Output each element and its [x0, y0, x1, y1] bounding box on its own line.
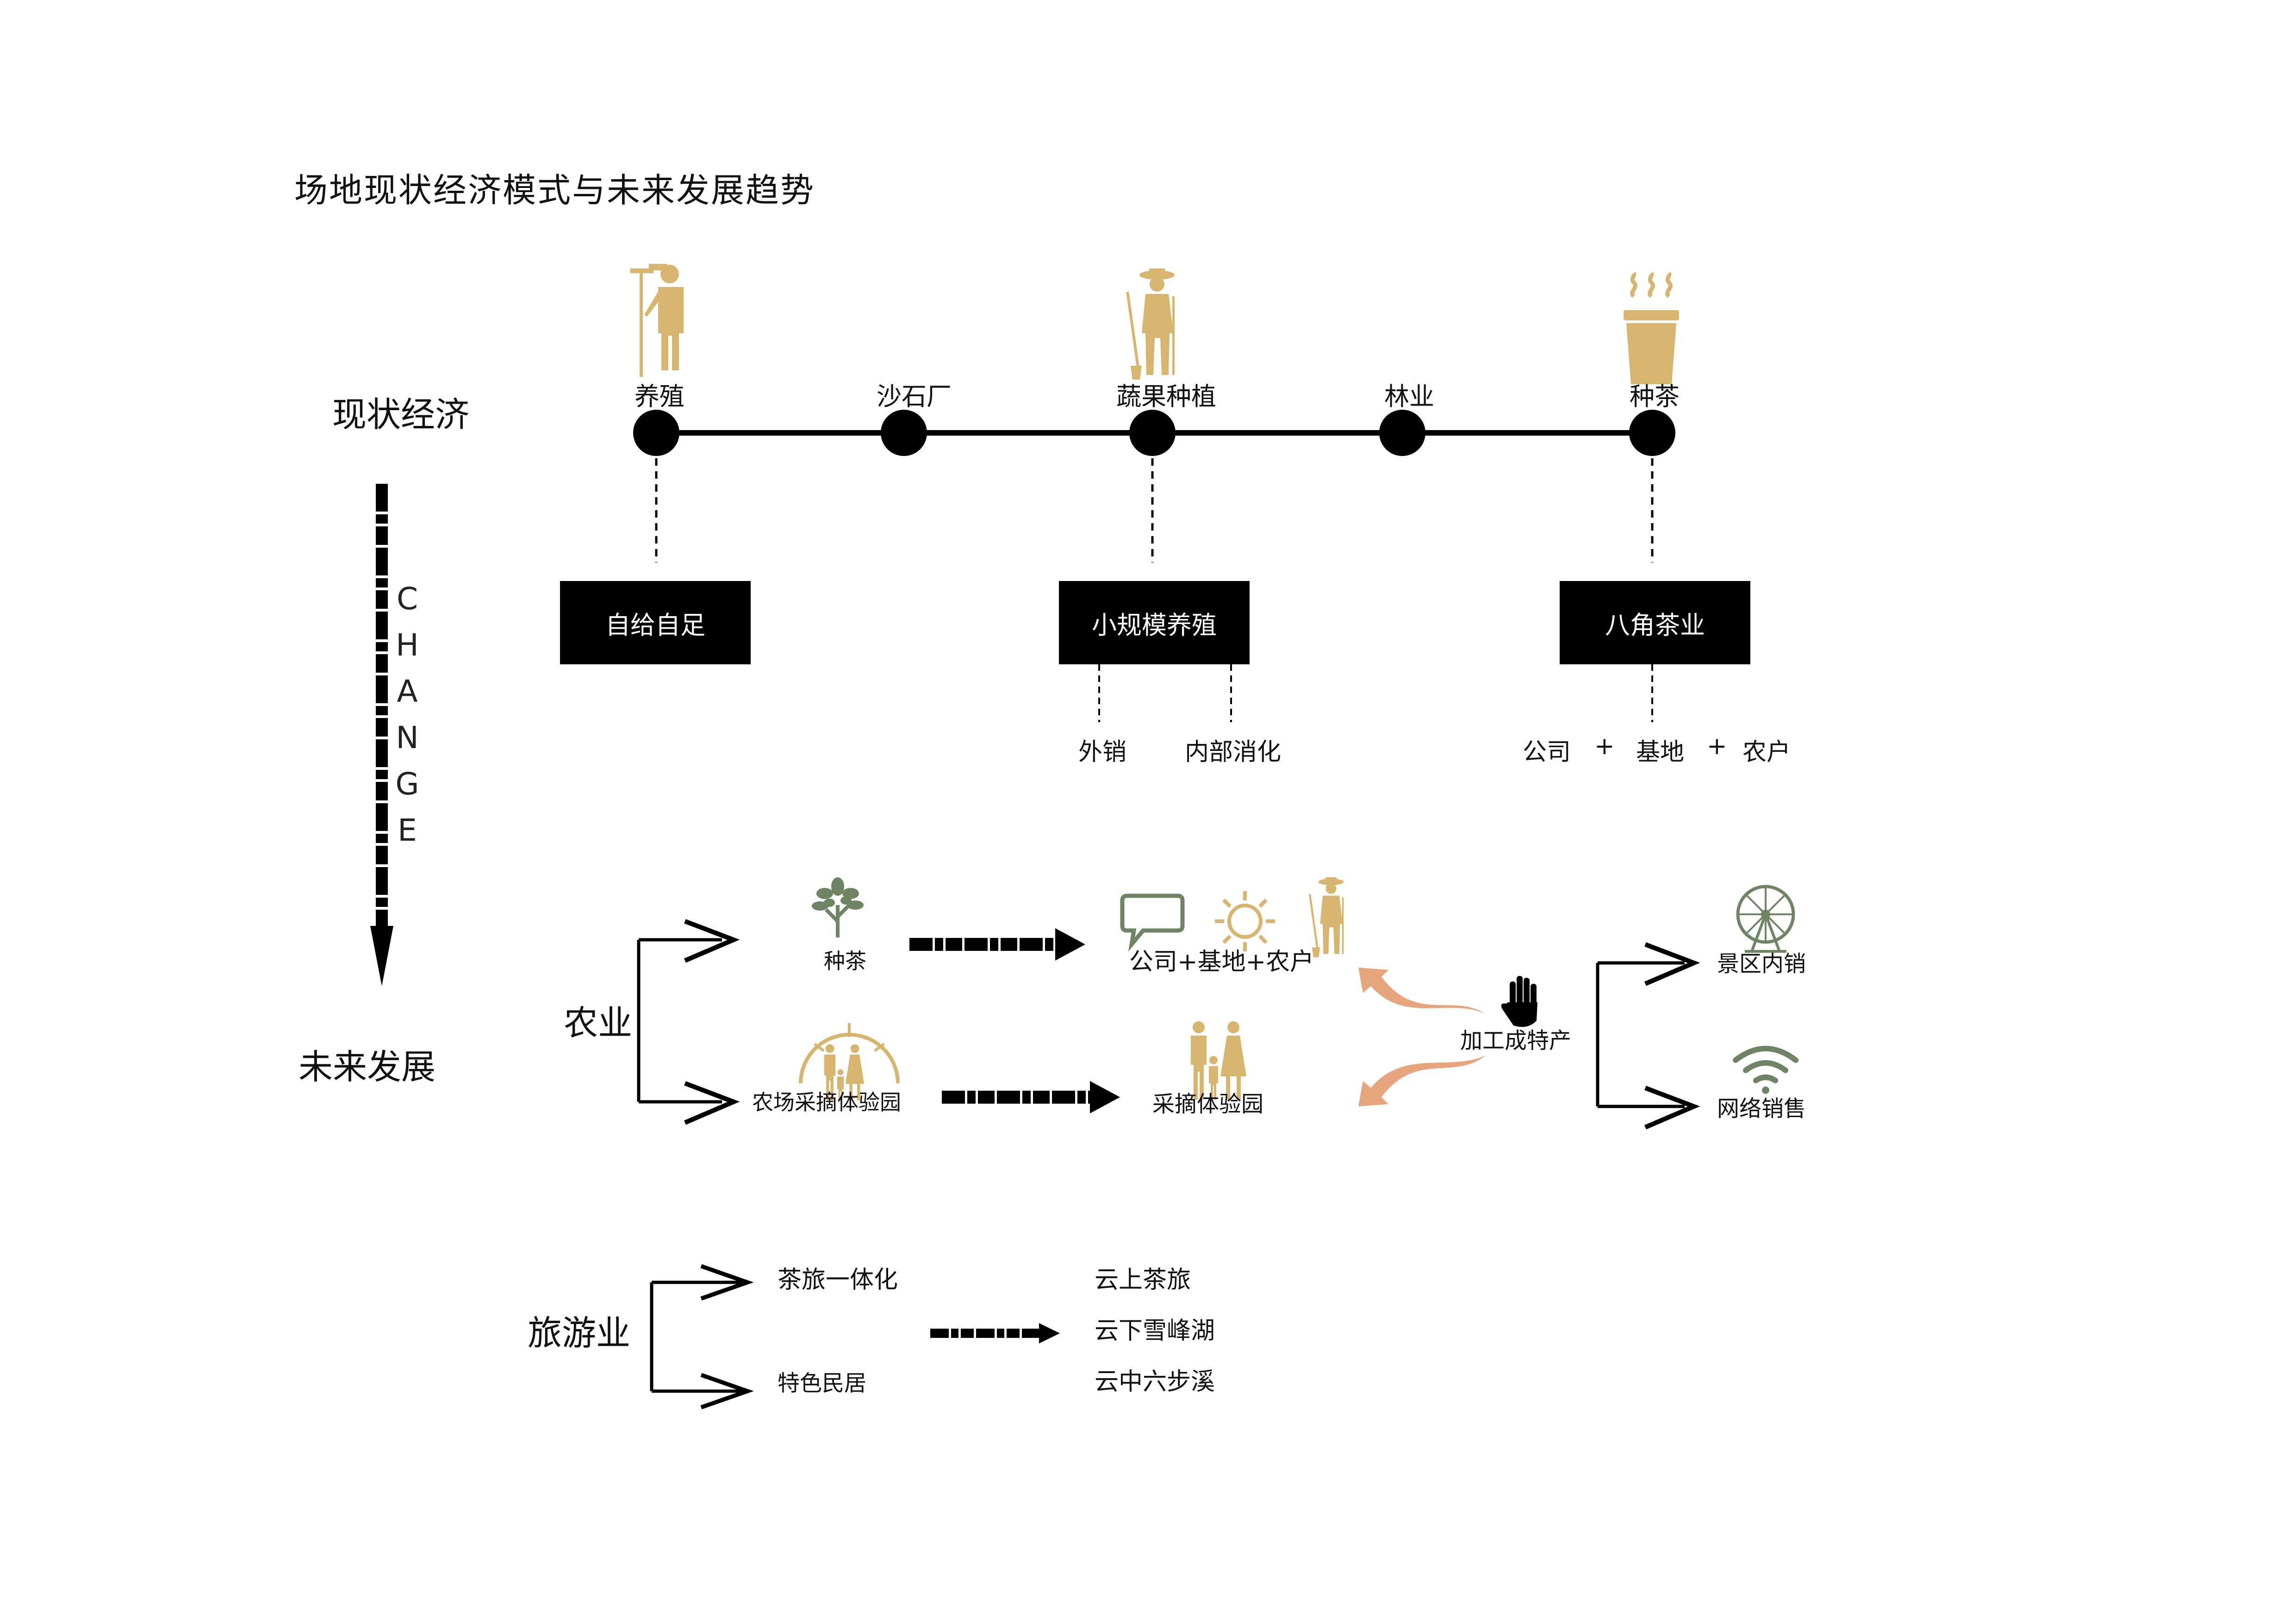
sun-icon	[1215, 891, 1275, 951]
sub-label-export: 外销	[1078, 738, 1127, 766]
wifi-icon	[1733, 1046, 1798, 1094]
node-label-breeding: 养殖	[635, 382, 684, 411]
speech-bubble-icon	[1120, 893, 1185, 952]
change-letter: G	[395, 766, 419, 802]
node-label-tea: 种茶	[1630, 382, 1680, 411]
branch-label-tea: 种茶	[824, 949, 866, 974]
tourism-label: 旅游业	[528, 1313, 630, 1353]
result-label-cloud-below: 云下雪峰湖	[1095, 1317, 1215, 1345]
branch-label-featured-homestay: 特色民居	[778, 1370, 867, 1396]
farmer-shovel-small-icon	[1308, 877, 1344, 957]
node-label-sand-quarry: 沙石厂	[877, 382, 952, 411]
branch-label-tea-tourism: 茶旅一体化	[778, 1266, 898, 1294]
process-label-specialty: 加工成特产	[1460, 1028, 1572, 1054]
result-label-picking-garden: 采摘体验园	[1152, 1091, 1264, 1117]
sub-label-farmer: 农户	[1742, 738, 1791, 766]
family-dome-icon	[799, 1023, 900, 1101]
node-label-forestry: 林业	[1384, 382, 1434, 411]
hand-icon	[1501, 976, 1537, 1027]
node-label-vegetable-fruit: 蔬果种植	[1116, 382, 1216, 411]
sub-label-internal: 内部消化	[1185, 738, 1282, 766]
farmer-shovel-icon	[1126, 269, 1175, 380]
agriculture-label: 农业	[564, 1003, 632, 1043]
change-letter: E	[398, 812, 417, 848]
tea-cup-icon	[1624, 273, 1679, 384]
box-tea-industry: 八角茶业	[1560, 581, 1750, 664]
box-self-sufficient: 自给自足	[560, 581, 751, 664]
ferris-wheel-icon	[1736, 885, 1795, 953]
result-label-cloud-top: 云上茶旅	[1095, 1266, 1191, 1294]
change-letter: H	[396, 627, 419, 663]
result-label-cloud-middle: 云中六步溪	[1095, 1368, 1215, 1396]
change-letter: N	[396, 720, 419, 756]
sub-label-company: 公司	[1523, 738, 1571, 766]
tea-tree-icon	[812, 877, 864, 937]
change-letter: A	[397, 674, 418, 709]
sub-label-plus-1: +	[1594, 732, 1615, 760]
branch-label-picking-farm: 农场采摘体验园	[752, 1090, 901, 1115]
output-label-scenic-sales: 景区内销	[1717, 951, 1806, 977]
future-development-label: 未来发展	[299, 1047, 436, 1087]
result-label-company-base-farmer: 公司+基地+农户	[1129, 948, 1314, 976]
current-economy-label: 现状经济	[332, 395, 469, 435]
output-label-online-sales: 网络销售	[1717, 1096, 1806, 1122]
sub-label-plus-2: +	[1707, 732, 1727, 760]
change-letter: C	[396, 581, 418, 617]
sub-label-base: 基地	[1636, 738, 1685, 766]
page-title: 场地现状经济模式与未来发展趋势	[294, 171, 815, 210]
box-small-breeding: 小规模养殖	[1059, 581, 1250, 664]
farmer-rake-icon	[630, 264, 684, 377]
